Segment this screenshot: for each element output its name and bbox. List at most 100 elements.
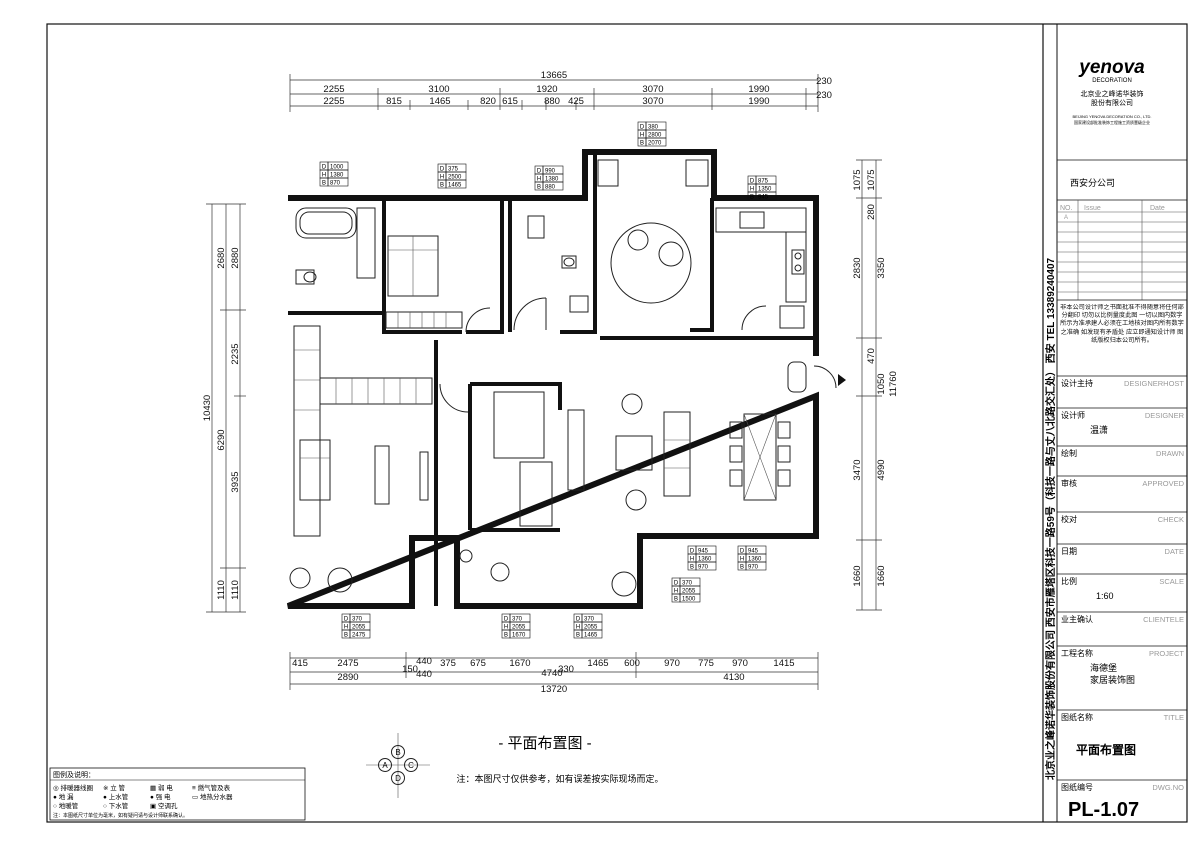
window-tag-value: 870 bbox=[330, 180, 341, 186]
washbasin bbox=[787, 361, 807, 393]
dim-top2-8: 3070 bbox=[642, 96, 663, 107]
dim-left-b1: 2880 bbox=[230, 247, 241, 268]
door-swing bbox=[513, 297, 547, 331]
window-tag-value: 380 bbox=[648, 124, 659, 130]
window-tag-key: D bbox=[322, 164, 327, 170]
field-label-en: DWG.NO bbox=[1152, 783, 1184, 792]
legend-item-9: ▣ 空调孔 bbox=[150, 801, 178, 810]
window-tag-key: H bbox=[322, 172, 326, 178]
field-label-cn: 审核 bbox=[1061, 478, 1077, 488]
field-label-cn: 设计主持 bbox=[1061, 378, 1093, 388]
dim-right-b4: 470 bbox=[866, 348, 877, 364]
coffee-table bbox=[615, 435, 653, 471]
chair bbox=[490, 562, 510, 582]
window-tag-key: D bbox=[674, 580, 679, 586]
window-tag-value: 970 bbox=[698, 564, 709, 570]
dim-top2-1: 2255 bbox=[323, 96, 344, 107]
compass-b: B bbox=[395, 748, 400, 757]
field-value: PL-1.07 bbox=[1068, 799, 1139, 821]
drawing-note: 注：本图尺寸仅供参考，如有误差按实际现场而定。 bbox=[456, 773, 663, 784]
dim-bot-total: 13720 bbox=[541, 684, 567, 695]
dim-right-a5: 1660 bbox=[876, 565, 887, 586]
field-value: 海德堡 bbox=[1090, 662, 1117, 673]
wardrobe-2 bbox=[293, 325, 321, 537]
company-qualification: 国家建设部批准装饰工程施工资质壹级企业 bbox=[1074, 119, 1150, 125]
window-tag-value: 375 bbox=[448, 166, 459, 172]
legend-item-11: ▭ 地热分水器 bbox=[192, 792, 233, 801]
window-tag-key: B bbox=[576, 632, 580, 638]
window-tag-value: 1465 bbox=[584, 632, 598, 638]
window-tag-value: 1465 bbox=[448, 182, 462, 188]
field-label-cn: 图纸名称 bbox=[1061, 712, 1093, 722]
window-tag-key: H bbox=[674, 588, 678, 594]
drawing-title: - 平面布置图 - bbox=[498, 735, 591, 752]
window-tag-key: B bbox=[750, 194, 754, 200]
round-table bbox=[610, 222, 692, 304]
dim-top2-7: 425 bbox=[568, 96, 584, 107]
window-tag-key: D bbox=[344, 616, 349, 622]
dim-bot-3: 150 bbox=[402, 664, 418, 675]
dim-top-total: 13665 bbox=[541, 70, 567, 81]
dim-right-a4: 4990 bbox=[876, 459, 887, 480]
window-tag-value: 1350 bbox=[758, 186, 772, 192]
dim-bot-1b: 440 bbox=[416, 669, 432, 680]
window-tag-value: 2055 bbox=[352, 624, 366, 630]
legend-item-7: ○ 地暖管 bbox=[53, 801, 79, 810]
dim-right-a1: 1075 bbox=[866, 169, 877, 190]
notice-text: 非本公司设计师之书面批准不得随意将任何部分翻印 切勿以比例量度此图 一切以图内数… bbox=[1060, 304, 1184, 344]
window-tag-key: H bbox=[690, 556, 694, 562]
dim-top2-2: 815 bbox=[386, 96, 402, 107]
window-tag-key: H bbox=[750, 186, 754, 192]
rev-mark: A bbox=[1064, 215, 1068, 221]
field-label-en: CHECK bbox=[1158, 515, 1184, 524]
window-tag-key: B bbox=[537, 184, 541, 190]
window-tag-value: 2055 bbox=[584, 624, 598, 630]
dimension-labels: 13665 2255 3100 1920 3070 1990 230 2255 … bbox=[202, 70, 899, 695]
window-tag-key: D bbox=[640, 124, 645, 130]
dim-bot-13: 970 bbox=[732, 658, 748, 669]
field-label-cn: 日期 bbox=[1061, 547, 1077, 556]
dim-left-b3: 3935 bbox=[230, 471, 241, 492]
bathtub bbox=[295, 207, 357, 239]
window-tag-key: H bbox=[537, 176, 541, 182]
legend-title: 图例及说明： bbox=[53, 770, 95, 779]
window-tag-value: 1000 bbox=[330, 164, 344, 170]
window-tag-key: B bbox=[440, 182, 444, 188]
window-tag-value: 1380 bbox=[330, 172, 344, 178]
dining-table bbox=[743, 413, 777, 501]
dim-top2-3: 1465 bbox=[429, 96, 450, 107]
legend-item-6: ● 强 电 bbox=[150, 792, 171, 801]
dim-right-b3: 2830 bbox=[852, 257, 863, 278]
dim-right-b2: 280 bbox=[866, 204, 877, 220]
desk bbox=[319, 377, 433, 405]
field-label-en: DATE bbox=[1165, 547, 1184, 556]
branch-name: 西安分公司 bbox=[1070, 177, 1115, 188]
window-tag-key: D bbox=[750, 178, 755, 184]
door-swing-2 bbox=[439, 383, 469, 413]
window-tag-key: B bbox=[740, 564, 744, 570]
window-tag-key: D bbox=[537, 168, 542, 174]
field-label-en: APPROVED bbox=[1142, 479, 1184, 488]
company-logo: yenova bbox=[1078, 57, 1145, 78]
dim-right-b5: 3470 bbox=[852, 459, 863, 480]
title-block: yenova DECORATION 北京业之峰诺华装饰股份有限公司 BEIJIN… bbox=[1057, 57, 1187, 821]
window-tag-key: H bbox=[344, 624, 348, 630]
field-value: 家居装饰图 bbox=[1090, 674, 1135, 685]
company-name-cn: 北京业之峰诺华装饰股份有限公司 bbox=[1081, 89, 1144, 107]
dim-bot-2: 2475 bbox=[337, 658, 358, 669]
dim-bot-11: 970 bbox=[664, 658, 680, 669]
dim-left-a1: 2680 bbox=[216, 247, 227, 268]
window-tag-key: H bbox=[740, 556, 744, 562]
dim-left-outer: 10430 bbox=[202, 395, 213, 421]
window-tag-key: B bbox=[690, 564, 694, 570]
bed-2 bbox=[299, 439, 331, 501]
dim-bot-14: 1415 bbox=[773, 658, 794, 669]
wardrobe-1 bbox=[385, 311, 463, 329]
legend: 图例及说明： ◎ 排暖器线圈 ※ 立 管 ▦ 弱 电 ● 地 漏 ● 上水管 ●… bbox=[49, 767, 306, 821]
window-tag-value: 945 bbox=[748, 548, 759, 554]
vertical-address: 北京业之峰诺华装饰股份有限公司 西安市雁塔区科技一路59号（科技一路与丈八北路交… bbox=[1044, 257, 1057, 780]
field-label-en: DESIGNERHOST bbox=[1124, 379, 1184, 388]
